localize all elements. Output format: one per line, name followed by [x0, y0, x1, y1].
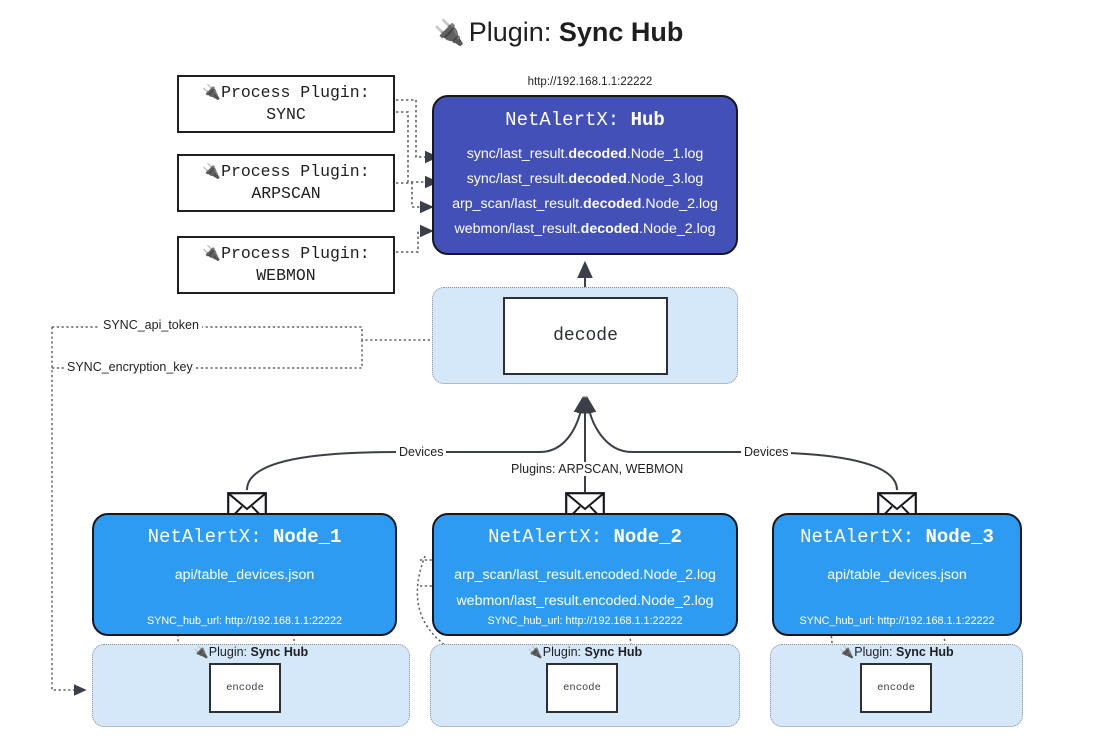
log-post: .Node_1.log [626, 146, 704, 162]
log-emphasis: decoded [568, 146, 627, 162]
encode-plugin-label-node1: 🔌Plugin: Sync Hub [92, 645, 410, 659]
hub-title-name: Hub [630, 109, 665, 131]
log-post: .Node_3.log [626, 171, 704, 187]
node-line: api/table_devices.json [174, 567, 315, 583]
encode-plugin-prefix: Plugin: [854, 645, 896, 659]
node-hub-url: SYNC_hub_url: http://192.168.1.1:22222 [146, 615, 343, 627]
page-title: 🔌Plugin: Sync Hub [0, 16, 1117, 48]
page-title-prefix: Plugin: [468, 17, 552, 47]
wire-sync-to-log1 [396, 99, 439, 164]
node-hub-url: SYNC_hub_url: http://192.168.1.1:22222 [487, 615, 683, 627]
wire-node2-inputs [420, 559, 432, 587]
process-plugin-name: SYNC [266, 105, 306, 124]
wire-webmon-to-log4 [396, 224, 434, 253]
node-line: arp_scan/last_result.encoded.Node_2.log [454, 567, 716, 583]
process-plugin-label: Process Plugin: [221, 244, 370, 264]
encode-plugin-name: Sync Hub [584, 645, 643, 659]
node-title: NetAlertX: Node_1 [94, 526, 395, 548]
hub-log-row: sync/last_result.decoded.Node_1.log [434, 142, 736, 167]
encode-plugin-prefix: Plugin: [208, 645, 251, 659]
node-hub-url: SYNC_hub_url: http://192.168.1.1:22222 [799, 615, 995, 627]
plug-icon: 🔌 [527, 645, 543, 659]
process-plugin-box-sync[interactable]: 🔌Process Plugin: SYNC [177, 75, 395, 133]
node-title-name: Node_3 [925, 526, 994, 548]
hub-title-prefix: NetAlertX: [505, 109, 631, 131]
hub-log-row: webmon/last_result.decoded.Node_2.log [434, 217, 736, 242]
process-plugin-name: ARPSCAN [251, 184, 321, 203]
edge-label-devices-left: Devices [396, 445, 447, 459]
log-pre: webmon/last_result. [454, 221, 581, 237]
log-emphasis: decoded [583, 196, 642, 212]
node-line: webmon/last_result.encoded.Node_2.log [456, 593, 714, 609]
process-plugin-box-arpscan[interactable]: 🔌Process Plugin: ARPSCAN [177, 154, 395, 212]
node-line-list: api/table_devices.json [774, 562, 1020, 588]
plug-icon: 🔌 [202, 83, 222, 102]
hub-log-list: sync/last_result.decoded.Node_1.log sync… [434, 142, 736, 242]
encode-box-node1[interactable]: encode [209, 663, 281, 713]
log-pre: arp_scan/last_result. [452, 196, 584, 212]
process-plugin-name: WEBMON [256, 266, 316, 285]
plug-icon: 🔌 [839, 645, 855, 659]
hub-url-label: http://192.168.1.1:22222 [527, 76, 653, 88]
node-title-prefix: NetAlertX: [488, 526, 614, 548]
encode-plugin-label-node3: 🔌Plugin: Sync Hub [770, 645, 1023, 659]
hub-log-row: arp_scan/last_result.decoded.Node_2.log [434, 192, 736, 217]
setting-encryption-key-label: SYNC_encryption_key [64, 360, 196, 374]
log-emphasis: decoded [580, 221, 639, 237]
encode-plugin-label-node2: 🔌Plugin: Sync Hub [430, 645, 740, 659]
node-title-name: Node_2 [613, 526, 682, 548]
process-plugin-label: Process Plugin: [221, 83, 370, 103]
node-line: api/table_devices.json [827, 567, 967, 583]
hub-node[interactable]: NetAlertX: Hub sync/last_result.decoded.… [432, 95, 738, 255]
wire-sync-to-log2 [396, 111, 439, 189]
hub-title: NetAlertX: Hub [434, 109, 736, 131]
node-title-prefix: NetAlertX: [147, 526, 273, 548]
wire-arpscan-to-log3 [396, 182, 434, 214]
plug-icon: 🔌 [193, 645, 209, 659]
log-pre: sync/last_result. [466, 146, 569, 162]
encode-plugin-name: Sync Hub [250, 645, 309, 659]
plug-icon: 🔌 [202, 244, 222, 263]
encode-plugin-prefix: Plugin: [542, 645, 585, 659]
node-box-node3[interactable]: NetAlertX: Node_3 api/table_devices.json… [772, 513, 1022, 636]
plug-icon: 🔌 [202, 162, 222, 181]
node-title-name: Node_1 [273, 526, 342, 548]
setting-api-token-label: SYNC_api_token [100, 318, 202, 332]
node-title: NetAlertX: Node_3 [774, 526, 1020, 548]
encode-box-node3[interactable]: encode [860, 663, 932, 713]
node-box-node2[interactable]: NetAlertX: Node_2 arp_scan/last_result.e… [432, 513, 738, 636]
process-plugin-box-webmon[interactable]: 🔌Process Plugin: WEBMON [177, 236, 395, 294]
process-plugin-label: Process Plugin: [221, 162, 370, 182]
wire-node1-to-decode [246, 395, 590, 491]
decode-box[interactable]: decode [503, 297, 668, 375]
log-emphasis: decoded [568, 171, 627, 187]
encode-box-node2[interactable]: encode [546, 663, 618, 713]
log-post: .Node_2.log [641, 196, 718, 212]
encode-plugin-name: Sync Hub [896, 645, 954, 659]
log-pre: sync/last_result. [466, 171, 569, 187]
edge-label-devices-right: Devices [741, 445, 792, 459]
hub-log-row: sync/last_result.decoded.Node_3.log [434, 167, 736, 192]
node-box-node1[interactable]: NetAlertX: Node_1 api/table_devices.json… [92, 513, 397, 636]
log-post: .Node_2.log [639, 221, 716, 237]
node-title-prefix: NetAlertX: [800, 526, 926, 548]
wire-node3-to-decode [580, 395, 898, 491]
node-title: NetAlertX: Node_2 [434, 526, 736, 548]
edge-label-plugins-center: Plugins: ARPSCAN, WEBMON [508, 462, 687, 476]
node-line-list: api/table_devices.json [94, 562, 395, 588]
wire-settings-to-encode-band [51, 327, 87, 696]
page-title-name: Sync Hub [558, 17, 684, 47]
node-line-list: arp_scan/last_result.encoded.Node_2.log … [434, 562, 736, 614]
plug-icon: 🔌 [433, 19, 465, 47]
